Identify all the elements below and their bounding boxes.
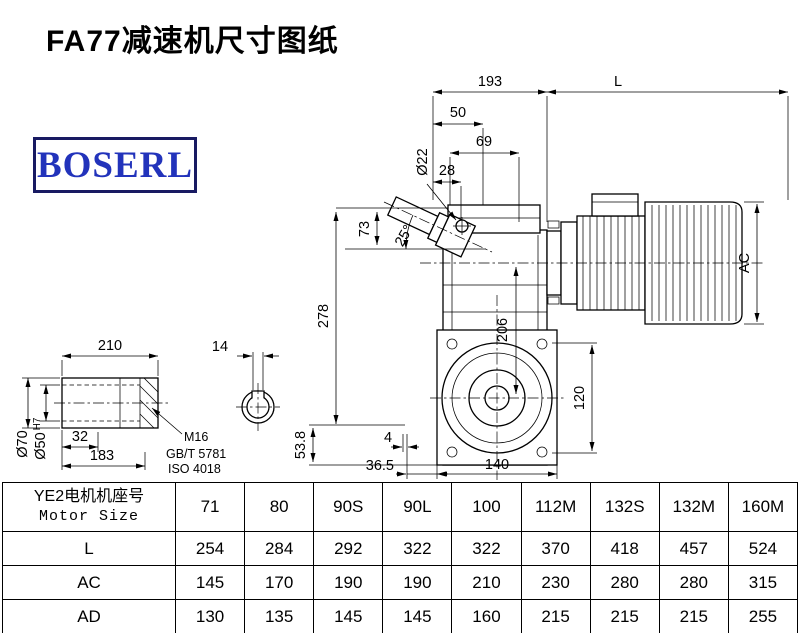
dim-120: 120 [572,386,588,410]
note-gbt-5781: GB/T 5781 [166,447,226,461]
value-cell: 315 [727,565,799,600]
value-cell: 457 [658,531,729,566]
table-row-AC: AC 145 170 190 190 210 230 280 280 315 [2,565,799,600]
dim-AC: AC [737,253,753,273]
frame-size-90l: 90L [382,482,453,532]
value-cell: 418 [589,531,660,566]
motor-size-header-cell: YE2电机机座号 Motor Size [2,482,176,532]
frame-size-90s: 90S [313,482,384,532]
motor-size-label-en: Motor Size [38,508,139,525]
value-cell: 145 [174,565,246,600]
dim-140: 140 [485,457,509,473]
frame-size-132m: 132M [658,482,729,532]
value-cell: 280 [589,565,660,600]
dim-53-8: 53.8 [293,431,309,459]
value-cell: 160 [451,599,522,633]
dim-L: L [614,74,622,90]
dim-210: 210 [98,338,122,354]
value-cell: 370 [520,531,591,566]
dim-73: 73 [357,221,373,237]
table-row-L: L 254 284 292 322 322 370 418 457 524 [2,531,799,566]
table-row-AD: AD 130 135 145 145 160 215 215 215 255 [2,599,799,633]
value-cell: 322 [451,531,522,566]
note-iso-4018: ISO 4018 [168,462,221,476]
brand-logo-text: BOSERL [36,144,194,186]
brand-logo: BOSERL [33,137,197,193]
value-cell: 280 [658,565,729,600]
value-cell: 130 [174,599,246,633]
dim-o22: Ø22 [415,148,431,175]
row-label-AC: AC [2,565,176,600]
dimension-drawing: 193 L 50 69 28 Ø22 73 25° 278 206 AC 120… [15,74,789,480]
dim-o50: Ø50 [33,432,49,459]
row-label-AD: AD [2,599,176,633]
dim-36-5: 36.5 [366,458,394,474]
dim-183: 183 [90,448,114,464]
value-cell: 215 [658,599,729,633]
value-cell: 284 [244,531,315,566]
table-header-row: YE2电机机座号 Motor Size 71 80 90S 90L 100 11… [2,482,799,532]
dimension-labels: 193 L 50 69 28 Ø22 73 25° 278 206 AC 120… [15,74,753,476]
dim-o50-tolerance: H7 [32,417,43,430]
frame-size-71: 71 [174,482,246,532]
torque-arm-hole [453,217,471,235]
value-cell: 215 [589,599,660,633]
dim-o70: Ø70 [15,430,31,457]
dim-32: 32 [72,429,88,445]
frame-size-100: 100 [451,482,522,532]
dim-69: 69 [476,134,492,150]
size-table-container: YE2电机机座号 Motor Size 71 80 90S 90L 100 11… [2,482,799,633]
value-cell: 170 [244,565,315,600]
dim-4: 4 [384,430,392,446]
value-cell: 322 [382,531,453,566]
value-cell: 215 [520,599,591,633]
value-cell: 254 [174,531,246,566]
note-m16: M16 [184,430,208,444]
centerlines [54,201,764,480]
value-cell: 145 [382,599,453,633]
frame-size-132s: 132S [589,482,660,532]
value-cell: 524 [727,531,799,566]
value-cell: 135 [244,599,315,633]
value-cell: 190 [313,565,384,600]
terminal-box [591,193,639,217]
dim-278: 278 [316,304,332,328]
motor [546,193,743,325]
size-table: YE2电机机座号 Motor Size 71 80 90S 90L 100 11… [2,482,799,633]
frame-size-80: 80 [244,482,315,532]
dim-14: 14 [212,339,228,355]
value-cell: 145 [313,599,384,633]
value-cell: 210 [451,565,522,600]
dimension-lines [22,89,789,479]
value-cell: 292 [313,531,384,566]
row-label-L: L [2,531,176,566]
frame-size-160m: 160M [727,482,799,532]
dim-28: 28 [439,163,455,179]
dim-206: 206 [495,318,511,342]
motor-size-label-cn: YE2电机机座号 [33,488,145,505]
frame-size-112m: 112M [520,482,591,532]
value-cell: 230 [520,565,591,600]
dim-50: 50 [450,105,466,121]
value-cell: 190 [382,565,453,600]
dim-193: 193 [478,74,502,90]
value-cell: 255 [727,599,799,633]
page-title: FA77减速机尺寸图纸 [46,25,339,58]
